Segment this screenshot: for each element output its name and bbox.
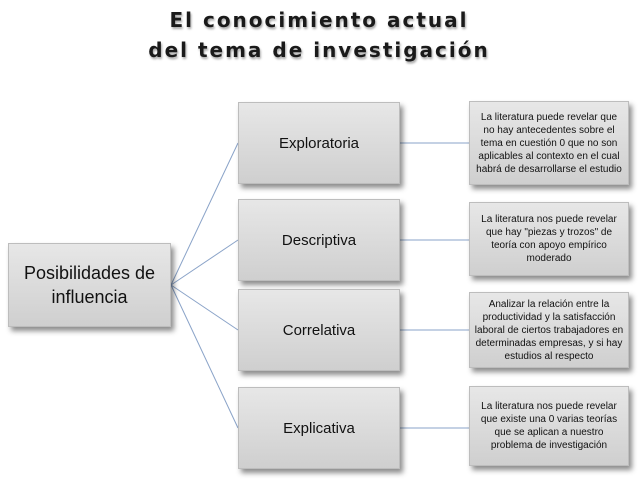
branch-explicativa: Explicativa (238, 387, 400, 469)
connector-root-descriptiva (170, 239, 239, 286)
connector-root-exploratoria (170, 142, 239, 286)
diagram-title-line-1: El conocimiento actual (169, 8, 469, 32)
connector-root-correlativa (170, 284, 239, 331)
connector-root-explicativa (170, 284, 239, 429)
note-exploratoria: La literatura puede revelar que no hay a… (469, 101, 629, 185)
note-explicativa: La literatura nos puede revelar que exis… (469, 386, 629, 466)
diagram-title-line-2: del tema de investigación (148, 38, 490, 62)
note-descriptiva: La literatura nos puede revelar que hay … (469, 202, 629, 276)
branch-correlativa: Correlativa (238, 289, 400, 371)
branch-descriptiva: Descriptiva (238, 199, 400, 281)
root-node: Posibilidades de influencia (8, 243, 171, 327)
branch-exploratoria: Exploratoria (238, 102, 400, 184)
note-correlativa: Analizar la relación entre la productivi… (469, 292, 629, 368)
